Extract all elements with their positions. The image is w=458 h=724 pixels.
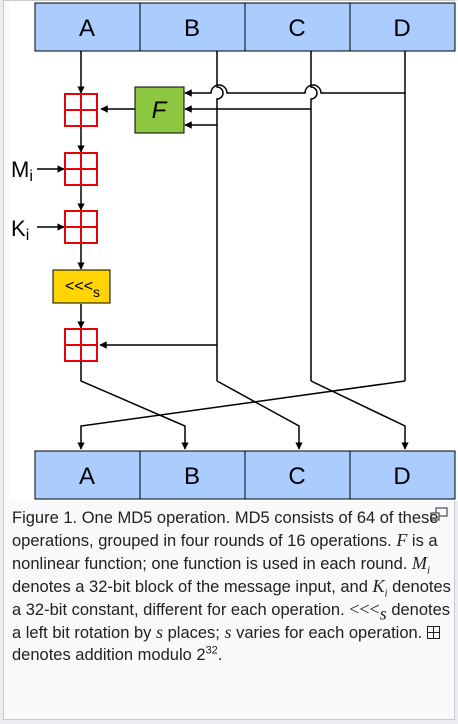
caption-text: . [217, 646, 223, 664]
md5-operation-diagram: A B C D [9, 1, 458, 501]
caption-text: varies for each operation. [231, 624, 427, 642]
bottom-register-c: C [288, 463, 305, 490]
caption-text: denotes a 32-bit block of the message in… [12, 578, 373, 596]
bottom-register-d: D [393, 463, 410, 490]
top-register-row: A B C D [34, 2, 456, 52]
bottom-register-b: B [184, 463, 200, 490]
rotate-label: <<<s [65, 278, 100, 300]
arrow-c-to-out-d [310, 380, 409, 450]
adder-3 [64, 210, 98, 244]
output-arrows [77, 361, 409, 450]
figure-frame: A B C D [3, 0, 458, 720]
adder-4 [64, 328, 98, 362]
diagram-svg: A B C D [11, 2, 456, 500]
rotate-box [52, 269, 111, 304]
top-register-c: C [288, 15, 305, 42]
adder-2 [64, 152, 98, 186]
bottom-register-row: A B C D [34, 450, 456, 500]
caption-text: is a nonlinear function; one function is… [12, 532, 438, 573]
addition-box-icon [426, 626, 440, 639]
adder-1 [64, 93, 98, 127]
message-label: Mi [11, 157, 33, 185]
arrow-d-to-f [184, 84, 405, 97]
caption-m-symbol: Mi [411, 553, 431, 577]
top-register-a: A [79, 15, 95, 42]
caption-text: Figure 1. One MD5 operation. MD5 consist… [12, 509, 439, 550]
caption-f-symbol: F [396, 530, 408, 550]
top-register-b: B [184, 15, 200, 42]
bottom-register-a: A [79, 463, 95, 490]
adder-group [64, 93, 98, 362]
function-f-box [134, 86, 185, 134]
caption-k-symbol: Ki [372, 576, 388, 600]
top-register-d: D [393, 15, 410, 42]
caption-text: places; [163, 624, 225, 642]
constant-label: Ki [11, 216, 29, 244]
arrow-b-to-out-c [216, 380, 303, 450]
caption-text: denotes a 32-bit constant, different for… [12, 578, 451, 619]
arrow-d-to-out-a [77, 380, 406, 450]
function-f-label: F [152, 97, 168, 124]
caption-s-symbol: s [224, 622, 232, 642]
figure-caption: Figure 1. One MD5 operation. MD5 consist… [12, 507, 452, 666]
b-line [216, 51, 224, 381]
caption-text: denotes a left bit rotation by [12, 601, 451, 642]
caption-rotate-symbol: <<<s [349, 599, 387, 624]
f-input-arrows [100, 84, 405, 129]
caption-text: denotes addition modulo 2 [12, 646, 206, 664]
c-line [310, 51, 318, 381]
caption-s-symbol: s [156, 622, 164, 642]
enlarge-icon[interactable] [430, 507, 448, 521]
bcd-lines [216, 51, 406, 381]
arrow-adder4-to-out-b [80, 361, 189, 450]
caption-exponent: 32 [205, 644, 218, 657]
